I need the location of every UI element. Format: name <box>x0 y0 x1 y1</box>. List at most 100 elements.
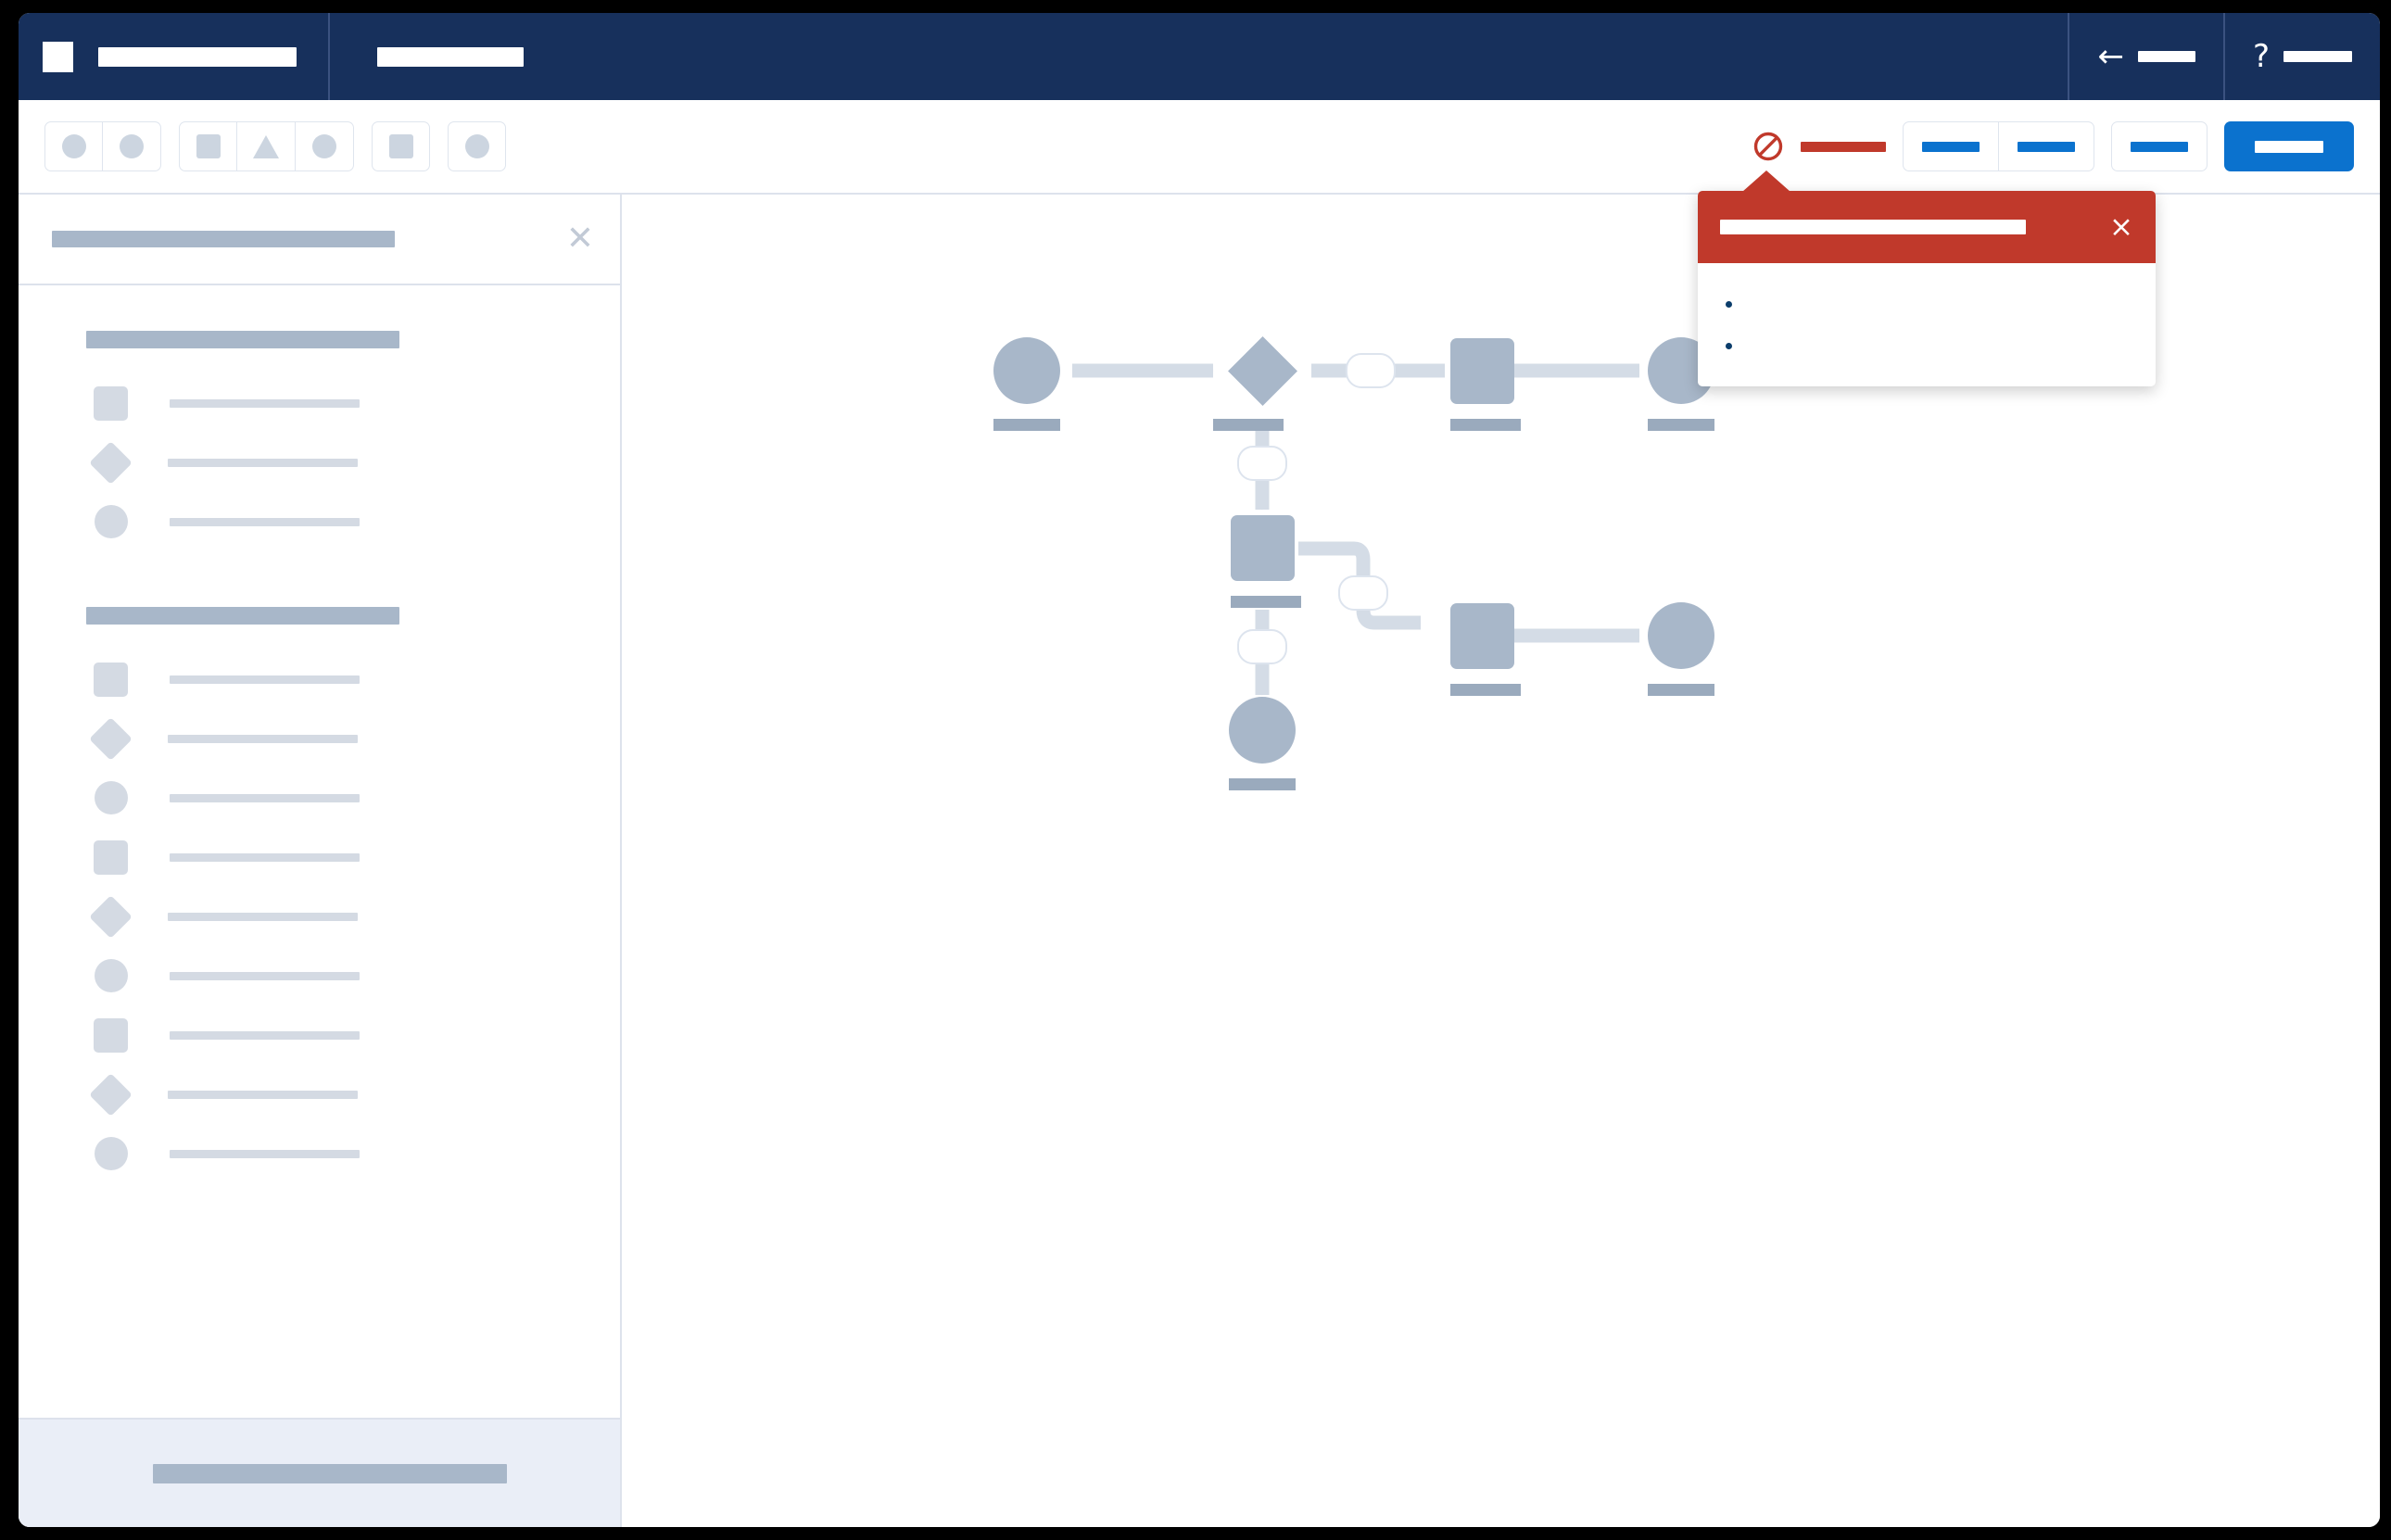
sidebar-panel: ✕ <box>19 195 622 1527</box>
redo-button[interactable] <box>103 121 161 171</box>
sidebar-item-8[interactable] <box>19 887 620 946</box>
node-label <box>993 419 1060 431</box>
app-logo-icon <box>43 41 73 72</box>
toolbar-right-actions <box>1752 121 2354 171</box>
edge-n2-n5 <box>1237 428 1287 511</box>
sidebar-section-heading <box>86 331 399 348</box>
triangle-icon <box>253 134 279 158</box>
sidebar-item-label <box>170 852 360 862</box>
flowchart-canvas[interactable] <box>622 195 2380 1527</box>
secondary-action-button[interactable] <box>2111 121 2208 171</box>
sidebar-item-11[interactable] <box>19 1065 620 1124</box>
bullet-icon <box>1726 301 1732 308</box>
node-label <box>1648 684 1714 696</box>
primary-action-button[interactable] <box>2224 121 2354 171</box>
edge-n5-n7 <box>1298 541 1422 630</box>
diamond-icon <box>89 1072 133 1117</box>
node-n8-terminator[interactable] <box>1648 602 1714 696</box>
ban-prohibited-icon <box>1753 132 1783 161</box>
main-toolbar <box>19 100 2380 195</box>
flowchart-svg <box>993 336 1714 790</box>
sidebar-item-12[interactable] <box>19 1124 620 1183</box>
help-question-icon: ? <box>2252 38 2270 75</box>
circle-icon <box>61 134 86 158</box>
sidebar-footer <box>19 1418 620 1527</box>
edge-label-pill <box>1237 446 1287 481</box>
sidebar-item-9[interactable] <box>19 946 620 1005</box>
node-n6-terminator[interactable] <box>1229 697 1296 790</box>
undo-button[interactable] <box>44 121 103 171</box>
back-button[interactable]: ← <box>2069 13 2225 100</box>
node-label <box>1229 778 1296 790</box>
zoom-button[interactable] <box>448 121 506 171</box>
list-item-text <box>1756 334 2122 349</box>
square-icon <box>94 385 128 421</box>
sidebar-header: ✕ <box>19 195 620 285</box>
square-icon <box>196 134 221 158</box>
circle-icon <box>95 959 128 992</box>
validation-status-button[interactable] <box>1752 131 1886 162</box>
back-arrow-icon: ← <box>2097 38 2124 75</box>
sidebar-section-list <box>19 650 620 1183</box>
sidebar-item-1[interactable] <box>19 373 620 433</box>
edge-n2-n3 <box>1311 353 1446 388</box>
view-option-2-button[interactable] <box>1999 121 2094 171</box>
sidebar-footer-label <box>153 1463 507 1483</box>
node-n3-process[interactable] <box>1450 338 1521 431</box>
diamond-icon <box>89 440 133 485</box>
document-title-label <box>377 46 524 67</box>
sidebar-item-5[interactable] <box>19 709 620 768</box>
body-split: ✕ <box>19 195 2380 1527</box>
node-label <box>1648 419 1714 431</box>
popover-caret <box>1742 170 1790 192</box>
shape-tools-group <box>179 121 354 171</box>
diamond-icon <box>89 716 133 761</box>
brand-area[interactable] <box>19 13 330 100</box>
square-icon <box>94 662 128 697</box>
validation-status-label <box>1801 141 1886 152</box>
sidebar-item-2[interactable] <box>19 433 620 492</box>
square-icon <box>94 839 128 875</box>
close-x-icon[interactable]: × <box>2109 209 2133 244</box>
edge-label-pill <box>1338 575 1388 611</box>
circle-icon <box>95 781 128 814</box>
popover-body <box>1698 263 2156 386</box>
sidebar-item-10[interactable] <box>19 1005 620 1065</box>
add-terminator-button[interactable] <box>296 121 354 171</box>
sidebar-item-7[interactable] <box>19 827 620 887</box>
view-option-1-button[interactable] <box>1903 121 1999 171</box>
sidebar-content <box>19 285 620 1418</box>
document-title-area <box>330 13 2070 100</box>
node-label <box>1231 596 1301 608</box>
node-n2-decision[interactable] <box>1213 336 1297 431</box>
circle-icon <box>120 134 144 158</box>
node-n7-process[interactable] <box>1450 603 1521 696</box>
primary-action-label <box>2255 140 2323 153</box>
view-option-2-label <box>2018 141 2075 152</box>
sidebar-title-label <box>52 231 395 247</box>
sidebar-item-label <box>170 398 360 408</box>
add-decision-button[interactable] <box>237 121 296 171</box>
sidebar-item-label <box>170 971 360 980</box>
popover-title-label <box>1720 220 2026 234</box>
list-item-text <box>1756 292 2122 308</box>
sidebar-item-4[interactable] <box>19 650 620 709</box>
node-n5-process[interactable] <box>1231 515 1301 608</box>
node-n1-terminator[interactable] <box>993 337 1060 431</box>
bullet-icon <box>1726 343 1732 349</box>
align-button[interactable] <box>372 121 430 171</box>
validation-errors-popover: × <box>1698 170 2156 386</box>
edge-n5-n6 <box>1237 610 1287 696</box>
sidebar-item-label <box>168 458 358 467</box>
view-toggle-group <box>1903 121 2094 171</box>
close-x-icon[interactable]: ✕ <box>565 220 594 258</box>
add-process-button[interactable] <box>179 121 237 171</box>
sidebar-item-3[interactable] <box>19 492 620 551</box>
sidebar-item-6[interactable] <box>19 768 620 827</box>
help-button[interactable]: ? <box>2225 13 2380 100</box>
circle-icon <box>95 1137 128 1170</box>
sidebar-item-label <box>170 517 360 526</box>
toolbar-left-tools <box>44 121 506 171</box>
circle-icon <box>95 505 128 538</box>
circle-icon <box>464 134 489 158</box>
